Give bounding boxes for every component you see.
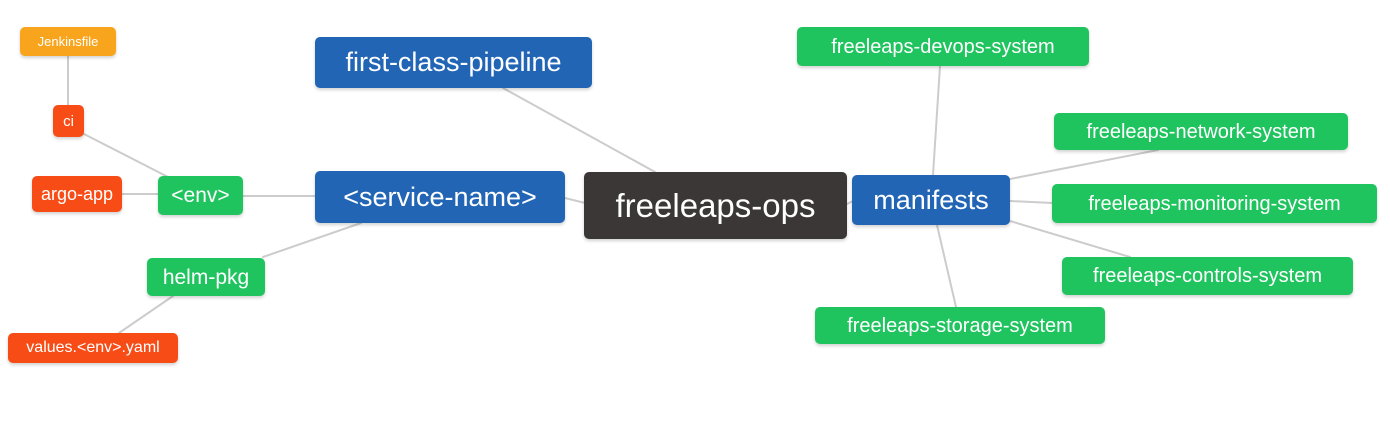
edge-manifests--freeleaps-devops-system — [932, 65, 941, 176]
node-manifests[interactable]: manifests — [852, 175, 1010, 225]
edge-manifests--freeleaps-controls-system — [1009, 220, 1131, 258]
edge-helm-pkg--values-env-yaml — [118, 295, 174, 334]
node-env[interactable]: <env> — [158, 176, 243, 215]
node-freeleaps-network-system[interactable]: freeleaps-network-system — [1054, 113, 1348, 150]
node-freeleaps-controls-system[interactable]: freeleaps-controls-system — [1062, 257, 1353, 295]
edge-service-name--helm-pkg — [262, 222, 362, 258]
node-helm-pkg[interactable]: helm-pkg — [147, 258, 265, 296]
node-service-name[interactable]: <service-name> — [315, 171, 565, 223]
node-freeleaps-monitoring-system[interactable]: freeleaps-monitoring-system — [1052, 184, 1377, 223]
node-argo-app[interactable]: argo-app — [32, 176, 122, 212]
edge-first-class-pipeline--freeleaps-ops — [502, 87, 656, 173]
node-first-class-pipeline[interactable]: first-class-pipeline — [315, 37, 592, 88]
edge-manifests--freeleaps-network-system — [1009, 149, 1159, 180]
node-freeleaps-devops-system[interactable]: freeleaps-devops-system — [797, 27, 1089, 66]
edge-service-name--freeleaps-ops — [564, 197, 586, 204]
edge-ci--env — [83, 133, 169, 178]
edge-manifests--freeleaps-storage-system — [936, 224, 957, 308]
node-jenkinsfile[interactable]: Jenkinsfile — [20, 27, 116, 56]
node-freeleaps-storage-system[interactable]: freeleaps-storage-system — [815, 307, 1105, 344]
edge-manifests--freeleaps-monitoring-system — [1009, 200, 1054, 204]
node-values-env-yaml[interactable]: values.<env>.yaml — [8, 333, 178, 363]
node-ci[interactable]: ci — [53, 105, 84, 137]
node-freeleaps-ops[interactable]: freeleaps-ops — [584, 172, 847, 239]
